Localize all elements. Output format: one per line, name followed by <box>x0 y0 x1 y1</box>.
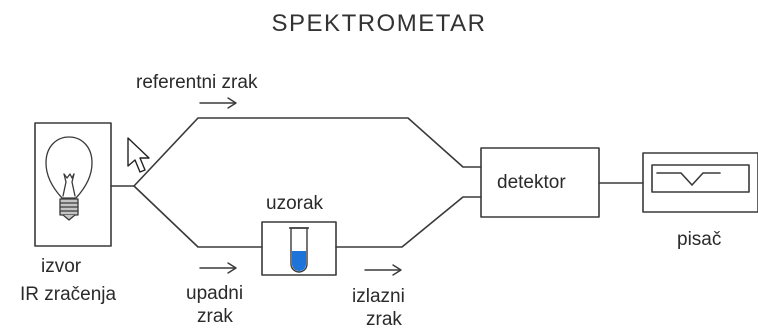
reference-beam-path <box>133 117 482 187</box>
incident-arrow <box>199 262 237 274</box>
detector-label: detektor <box>497 172 566 193</box>
source-label-line2: IR zračenja <box>20 284 117 305</box>
reference-beam-label: referentni zrak <box>136 72 258 93</box>
source-label-line1: izvor <box>41 256 82 277</box>
mouse-cursor-icon <box>127 137 150 173</box>
sample-label: uzorak <box>266 193 324 214</box>
signal-trace-icon <box>656 172 721 186</box>
exit-arrow <box>364 264 402 276</box>
exit-beam-label-line1: izlazni <box>352 286 405 307</box>
reference-arrow <box>199 97 237 109</box>
light-bulb-icon <box>45 136 93 221</box>
recorder-window <box>651 164 750 193</box>
source-box <box>34 122 112 247</box>
sample-box <box>261 221 337 276</box>
incident-beam-label-line1: upadni <box>186 283 244 304</box>
test-tube-icon <box>289 227 309 273</box>
exit-beam-label-line2: zrak <box>366 309 402 330</box>
recorder-label: pisač <box>677 229 722 250</box>
diagram-title: SPEKTROMETAR <box>271 10 487 37</box>
sample-beam-path-in <box>133 185 263 248</box>
recorder-box <box>642 152 758 213</box>
sample-beam-path-out <box>335 196 482 248</box>
incident-beam-label-line2: zrak <box>197 306 233 327</box>
